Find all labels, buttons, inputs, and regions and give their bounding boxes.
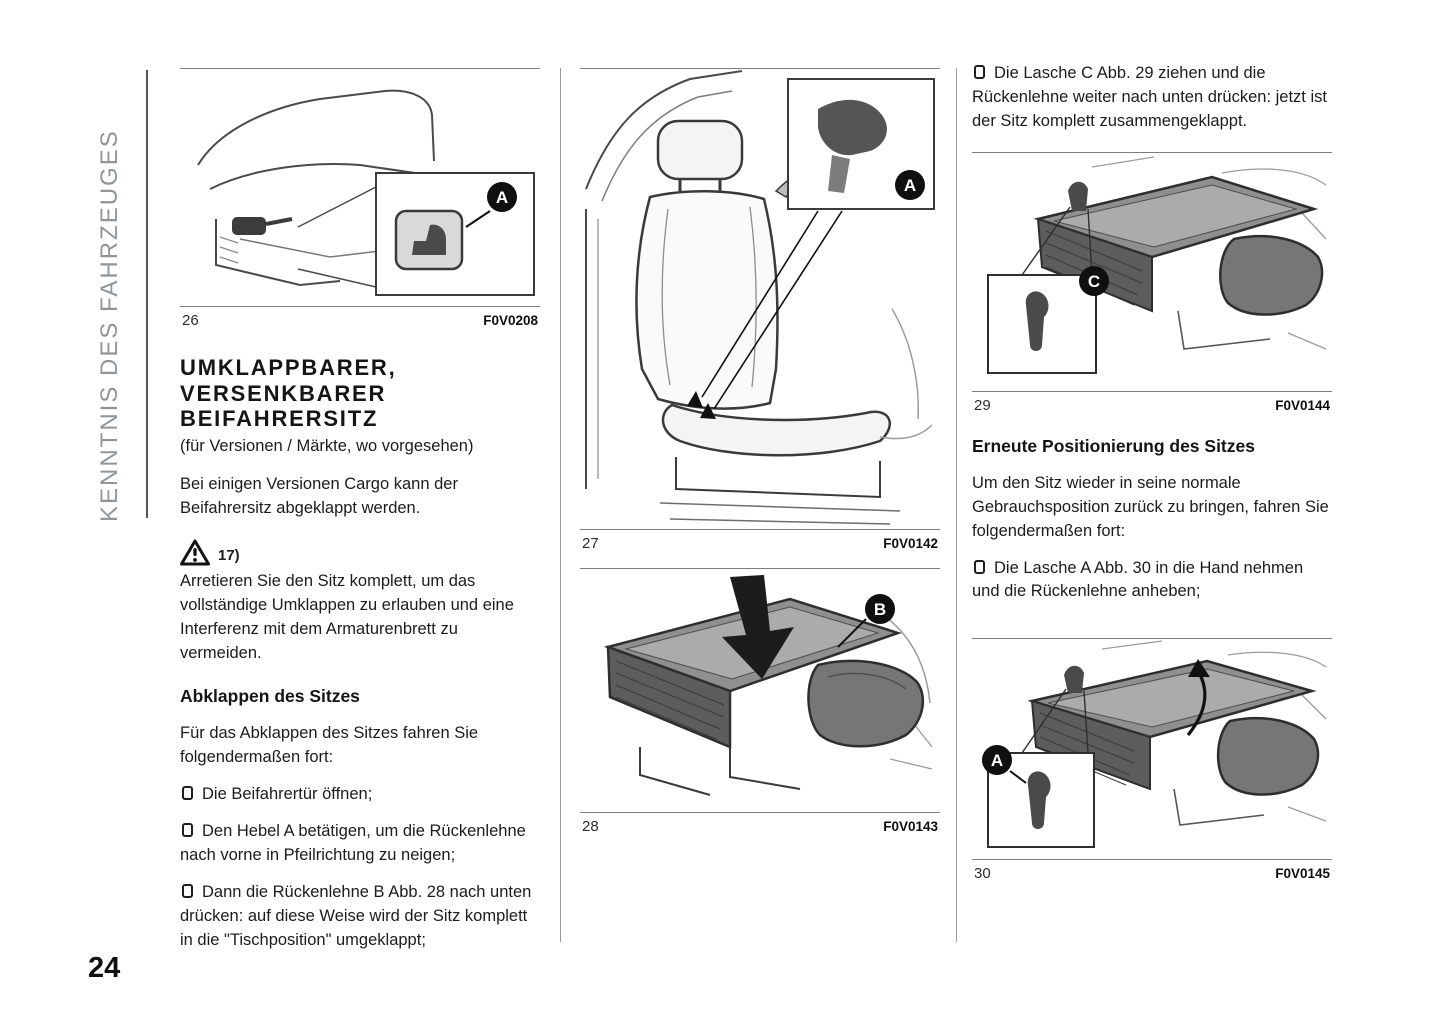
step-text: Dann die Rückenlehne B Abb. 28 nach unte… [180, 882, 532, 949]
step-text: Die Lasche A Abb. 30 in die Hand nehmen … [972, 558, 1304, 601]
step-item: Die Beifahrertür öffnen; [180, 783, 540, 807]
warning-reference: 17) [218, 547, 240, 565]
section-heading-line2: VERSENKBARER [180, 380, 387, 406]
callout-a-letter: A [991, 751, 1003, 770]
callout-c-letter: C [1088, 272, 1100, 291]
figure-30-caption: 30 F0V0145 [972, 860, 1332, 888]
figure-number: 27 [582, 535, 599, 552]
step-item: Den Hebel A betätigen, um die Rückenlehn… [180, 820, 540, 868]
figure-28-caption: 28 F0V0143 [580, 813, 940, 841]
warning-text: Arretieren Sie den Sitz komplett, um das… [180, 572, 514, 663]
step-bullet-icon [974, 559, 985, 574]
figure-30-illustration: A [972, 638, 1332, 861]
figure-28: B 28 F0V0143 [580, 568, 940, 841]
figure-29-caption: 29 F0V0144 [972, 392, 1332, 420]
figure-27-caption: 27 F0V0142 [580, 530, 940, 558]
column-right: Die Lasche C Abb. 29 ziehen und die Rück… [972, 62, 1332, 888]
step-bullet-icon [182, 822, 193, 837]
figure-27-illustration: A [580, 68, 940, 530]
step-text: Den Hebel A betätigen, um die Rückenlehn… [180, 821, 526, 864]
figure-code: F0V0142 [883, 536, 938, 551]
step-item: Dann die Rückenlehne B Abb. 28 nach unte… [180, 881, 540, 953]
figure-27: A 27 F0V0142 [580, 68, 940, 558]
seat-lever-drawing: A [197, 89, 535, 296]
figure-29: C 29 F0V0144 [972, 151, 1332, 420]
figure-code: F0V0143 [883, 819, 938, 834]
page-number: 24 [88, 952, 121, 984]
repositioning-intro: Um den Sitz wieder in seine normale Gebr… [972, 473, 1329, 540]
figure-number: 30 [974, 865, 991, 883]
step-text: Die Beifahrertür öffnen; [202, 785, 373, 804]
warning-triangle-icon [180, 539, 210, 566]
figure-number: 26 [182, 312, 199, 329]
figure-code: F0V0208 [483, 313, 538, 328]
section-subtitle: (für Versionen / Märkte, wo vorgesehen) [180, 436, 474, 455]
procedure-intro: Für das Abklappen des Sitzes fahren Sie … [180, 724, 479, 767]
step-bullet-icon [974, 65, 985, 79]
section-heading: UMKLAPPBARER, VERSENKBARER BEIFAHRERSITZ [180, 355, 540, 432]
callout-a-badge [895, 170, 925, 200]
step-bullet-icon [182, 786, 193, 801]
warning-row: 17) [180, 536, 540, 566]
step-item: Die Lasche A Abb. 30 in die Hand nehmen … [972, 557, 1332, 605]
figure-26: A 26 F0V0208 [180, 68, 540, 335]
figure-number: 29 [974, 396, 991, 414]
section-heading-line3: BEIFAHRERSITZ [180, 406, 379, 432]
figure-code: F0V0144 [1275, 397, 1330, 413]
callout-c-badge [1079, 265, 1109, 296]
figure-29-illustration: C [972, 151, 1332, 392]
callout-a-badge [982, 745, 1012, 776]
column-middle: A 27 F0V0142 [580, 68, 940, 841]
sidebar-rule [146, 70, 148, 518]
seat-table-position-drawing: B [603, 575, 933, 796]
callout-a-letter: A [496, 188, 508, 207]
chapter-sidebar-title: KENNTNIS DES FAHRZEUGES [96, 129, 123, 522]
callout-b-badge [865, 594, 895, 624]
callout-a-badge [487, 182, 517, 212]
intro-paragraph: Bei einigen Versionen Cargo kann der Bei… [180, 474, 458, 517]
seat-unfold-tab-a-drawing: A [982, 640, 1327, 849]
figure-30: A 30 F0V0145 [972, 638, 1332, 888]
column-divider-2 [956, 68, 957, 942]
callout-b-letter: B [874, 600, 886, 619]
callout-a-letter: A [904, 176, 916, 195]
column-divider-1 [560, 68, 561, 942]
step-text: Die Lasche C Abb. 29 ziehen und die Rück… [972, 64, 1327, 130]
subheading-repositioning: Erneute Positionierung des Sitzes [972, 435, 1255, 456]
figure-code: F0V0145 [1275, 866, 1330, 882]
step-bullet-icon [182, 883, 193, 898]
figure-number: 28 [582, 818, 599, 835]
column-left: A 26 F0V0208 UMKLAPPBARER, VERSENKBARER … [180, 68, 540, 953]
step-item: Die Lasche C Abb. 29 ziehen und die Rück… [972, 62, 1332, 134]
section-heading-line1: UMKLAPPBARER, [180, 355, 397, 380]
figure-26-caption: 26 F0V0208 [180, 307, 540, 335]
figure-28-illustration: B [580, 568, 940, 813]
subheading-abklappen: Abklappen des Sitzes [180, 686, 360, 707]
figure-26-illustration: A [180, 68, 540, 307]
seat-folded-tab-c-drawing: C [987, 156, 1327, 374]
seat-fold-drawing: A [585, 70, 935, 525]
